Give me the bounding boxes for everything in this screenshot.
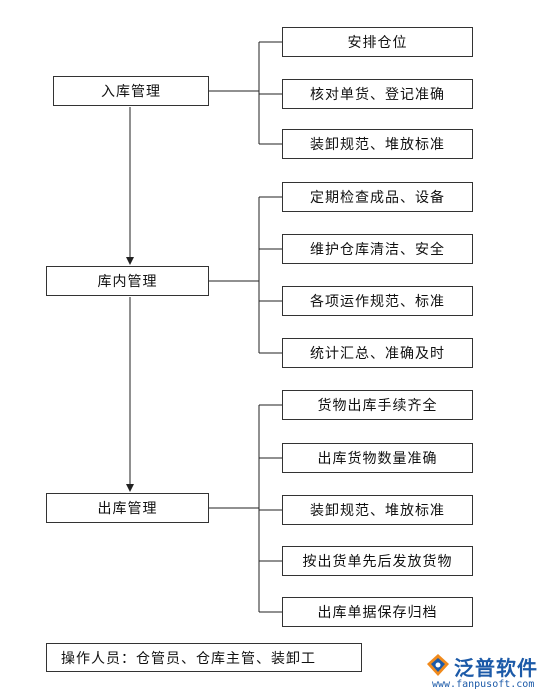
stage-label: 入库管理 bbox=[101, 84, 161, 100]
task-label: 定期检查成品、设备 bbox=[310, 190, 445, 206]
task-label: 货物出库手续齐全 bbox=[317, 398, 438, 414]
task-box: 统计汇总、准确及时 bbox=[282, 338, 473, 368]
task-label: 装卸规范、堆放标准 bbox=[310, 137, 445, 153]
task-box: 装卸规范、堆放标准 bbox=[282, 495, 473, 525]
task-label: 维护仓库清洁、安全 bbox=[310, 242, 445, 258]
task-box: 核对单货、登记准确 bbox=[282, 79, 473, 109]
task-box: 出库单据保存归档 bbox=[282, 597, 473, 627]
stage-label: 库内管理 bbox=[97, 274, 158, 290]
task-label: 统计汇总、准确及时 bbox=[310, 346, 445, 362]
task-label: 核对单货、登记准确 bbox=[310, 87, 445, 103]
task-label: 出库货物数量准确 bbox=[317, 451, 438, 467]
task-box: 定期检查成品、设备 bbox=[282, 182, 473, 212]
task-label: 装卸规范、堆放标准 bbox=[310, 503, 445, 519]
task-box: 维护仓库清洁、安全 bbox=[282, 234, 473, 264]
stage-in-warehouse: 库内管理 bbox=[46, 266, 209, 296]
task-label: 按出货单先后发放货物 bbox=[302, 554, 453, 570]
task-box: 货物出库手续齐全 bbox=[282, 390, 473, 420]
stage-label: 出库管理 bbox=[97, 501, 158, 517]
brand-mark-icon bbox=[427, 654, 449, 676]
operators-label: 操作人员：仓管员、仓库主管、装卸工 bbox=[61, 650, 316, 667]
task-box: 安排仓位 bbox=[282, 27, 473, 57]
brand-name: 泛普软件 bbox=[454, 656, 538, 680]
task-label: 安排仓位 bbox=[347, 35, 408, 51]
task-box: 按出货单先后发放货物 bbox=[282, 546, 473, 576]
task-box: 各项运作规范、标准 bbox=[282, 286, 473, 316]
task-label: 各项运作规范、标准 bbox=[310, 294, 445, 310]
task-box: 出库货物数量准确 bbox=[282, 443, 473, 473]
brand-url: www.fanpusoft.com bbox=[432, 679, 535, 690]
task-label: 出库单据保存归档 bbox=[317, 605, 438, 621]
operators-note: 操作人员：仓管员、仓库主管、装卸工 bbox=[46, 643, 362, 672]
task-box: 装卸规范、堆放标准 bbox=[282, 129, 473, 159]
stage-outbound: 出库管理 bbox=[46, 493, 209, 523]
stage-inbound: 入库管理 bbox=[53, 76, 209, 106]
brand-logo: 泛普软件 www.fanpusoft.com bbox=[424, 652, 548, 696]
